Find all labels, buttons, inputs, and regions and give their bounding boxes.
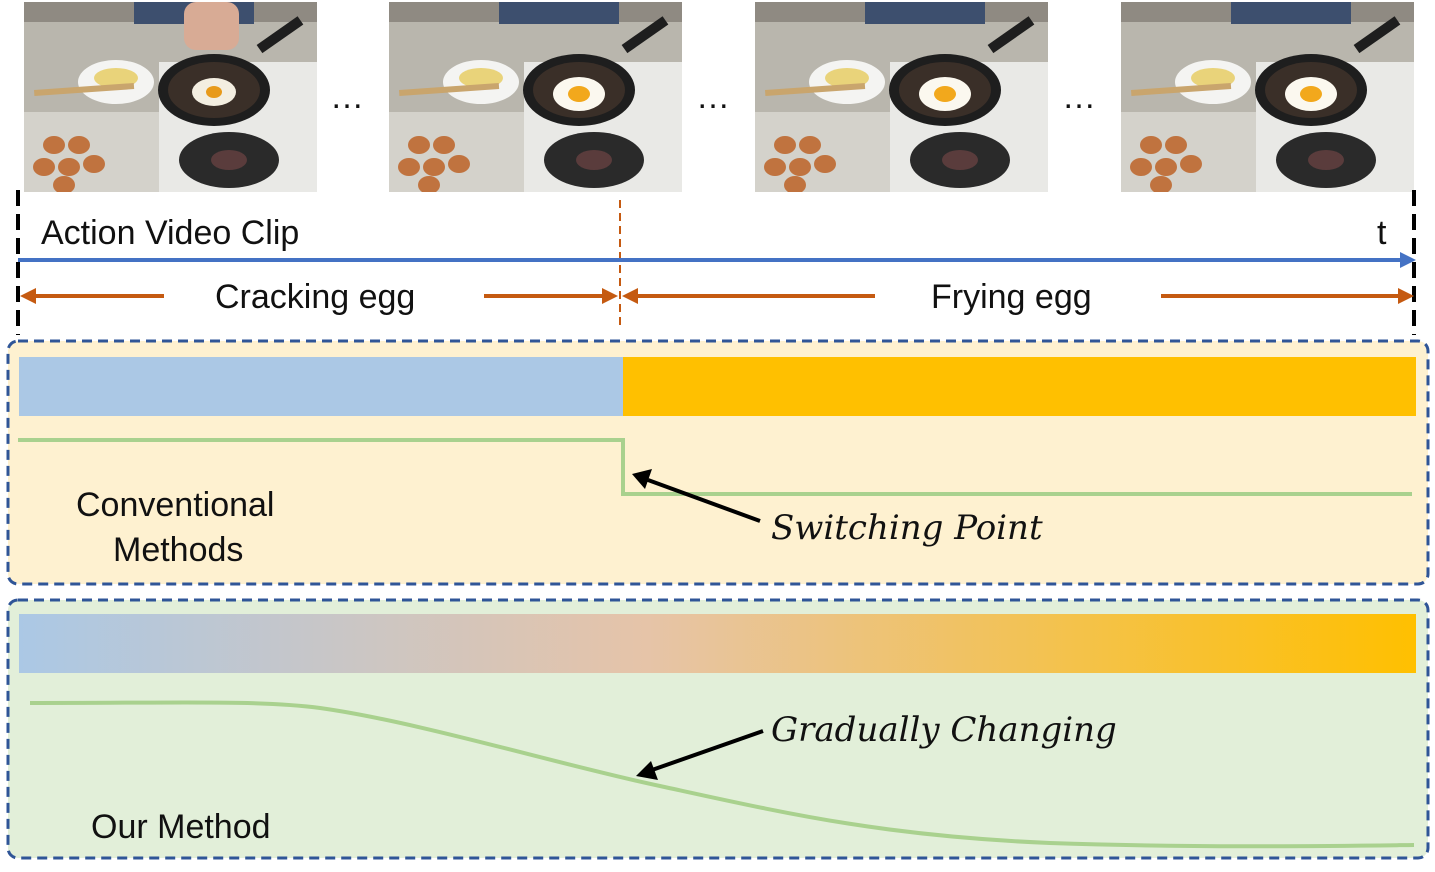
our-method-gradient-bar [19, 614, 1416, 673]
cracking-right-arrow-head [602, 288, 618, 304]
frying-right-arrow-head [1398, 288, 1414, 304]
segment-label-frying: Frying egg [931, 278, 1092, 316]
switching-point-annotation: Switching Point [771, 508, 1043, 548]
video-frame-1 [24, 2, 317, 192]
frame-ellipsis-3: … [1062, 78, 1099, 116]
frame-ellipsis-2: … [696, 78, 733, 116]
frame-ellipsis-1: … [330, 78, 367, 116]
cracking-left-arrow-head [20, 288, 36, 304]
kitchen-photo-illustration [1121, 2, 1414, 192]
our-method-label: Our Method [91, 808, 271, 846]
time-axis-label: t [1377, 214, 1387, 252]
frying-left-arrow-head [622, 288, 638, 304]
kitchen-photo-illustration [755, 2, 1048, 192]
video-frame-4 [1121, 2, 1414, 192]
timeline-arrow-head [1400, 252, 1416, 268]
switching-point-arrow-head [632, 469, 652, 489]
segment-label-cracking: Cracking egg [215, 278, 416, 316]
conventional-bar-cracking [19, 357, 623, 416]
video-frame-2 [389, 2, 682, 192]
gradually-changing-annotation: Gradually Changing [771, 710, 1117, 750]
gradually-changing-arrow-head [636, 761, 658, 780]
our-method-smooth-curve [29, 700, 1415, 849]
conventional-label-line2: Methods [113, 531, 244, 569]
kitchen-photo-illustration [24, 2, 317, 192]
gradually-changing-arrow [651, 729, 764, 772]
conventional-step-curve [18, 438, 1412, 496]
conventional-bar-frying [623, 357, 1416, 416]
switching-point-arrow [647, 478, 761, 523]
kitchen-photo-illustration [389, 2, 682, 192]
action-clip-label: Action Video Clip [41, 214, 300, 252]
conventional-label-line1: Conventional [76, 486, 275, 524]
video-frame-3 [755, 2, 1048, 192]
